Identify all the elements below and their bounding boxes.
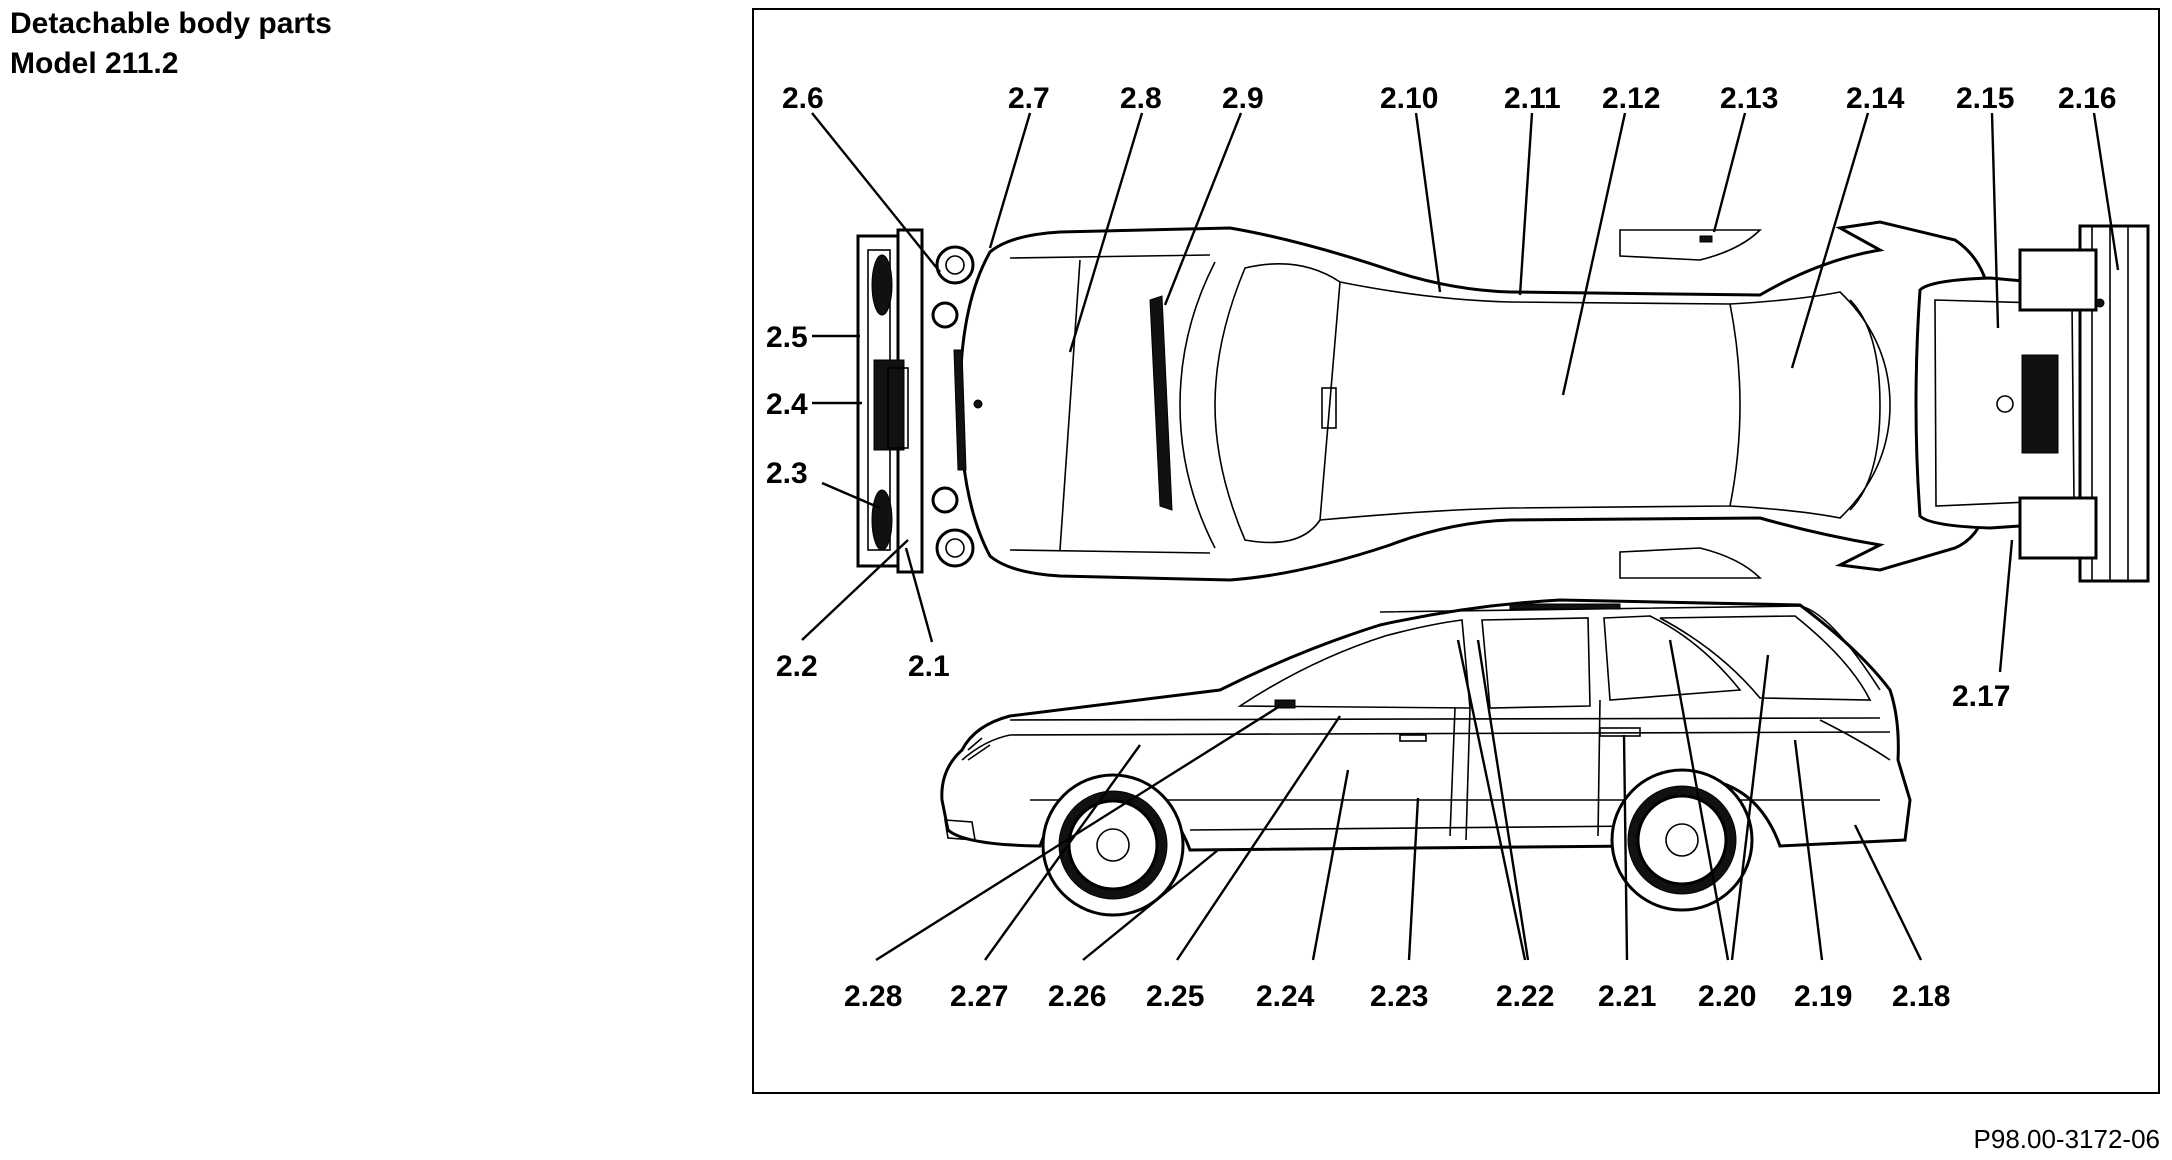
label-2-11: 2.11 xyxy=(1504,82,1561,115)
label-2-4: 2.4 xyxy=(766,388,808,421)
label-2-17: 2.17 xyxy=(1952,680,2010,713)
label-2-13: 2.13 xyxy=(1720,82,1778,115)
label-2-22: 2.22 xyxy=(1496,980,1554,1013)
figure-id: P98.00-3172-06 xyxy=(1973,1124,2160,1154)
label-2-1: 2.1 xyxy=(908,650,950,683)
label-2-12: 2.12 xyxy=(1602,82,1660,115)
label-2-20: 2.20 xyxy=(1698,980,1756,1013)
label-2-3: 2.3 xyxy=(766,457,808,490)
label-2-24: 2.24 xyxy=(1256,980,1315,1013)
page-subtitle: Model 211.2 xyxy=(10,47,179,80)
label-2-26: 2.26 xyxy=(1048,980,1106,1013)
label-2-19: 2.19 xyxy=(1794,980,1852,1013)
label-2-7: 2.7 xyxy=(1008,82,1050,115)
page-title: Detachable body parts xyxy=(10,7,332,40)
label-2-25: 2.25 xyxy=(1146,980,1204,1013)
label-2-21: 2.21 xyxy=(1598,980,1656,1013)
title-block: Detachable body parts Model 211.2 xyxy=(10,4,332,84)
label-2-27: 2.27 xyxy=(950,980,1008,1013)
label-2-16: 2.16 xyxy=(2058,82,2116,115)
label-2-2: 2.2 xyxy=(776,650,818,683)
front-view xyxy=(856,228,975,574)
rear-view xyxy=(1914,224,2150,583)
side-view xyxy=(940,598,1912,917)
label-2-23: 2.23 xyxy=(1370,980,1428,1013)
part-labels: 2.1 2.2 2.3 2.4 2.5 2.6 2.7 2.8 2.9 2.10… xyxy=(766,82,2116,1013)
label-2-8: 2.8 xyxy=(1120,82,1162,115)
label-2-5: 2.5 xyxy=(766,321,808,354)
diagram-frame xyxy=(752,8,2160,1094)
label-2-9: 2.9 xyxy=(1222,82,1264,115)
label-2-6: 2.6 xyxy=(782,82,824,115)
leader-lines xyxy=(801,112,2120,962)
label-2-10: 2.10 xyxy=(1380,82,1438,115)
top-view xyxy=(953,220,1997,582)
label-2-15: 2.15 xyxy=(1956,82,2014,115)
label-2-14: 2.14 xyxy=(1846,82,1905,115)
label-2-28: 2.28 xyxy=(844,980,902,1013)
label-2-18: 2.18 xyxy=(1892,980,1950,1013)
